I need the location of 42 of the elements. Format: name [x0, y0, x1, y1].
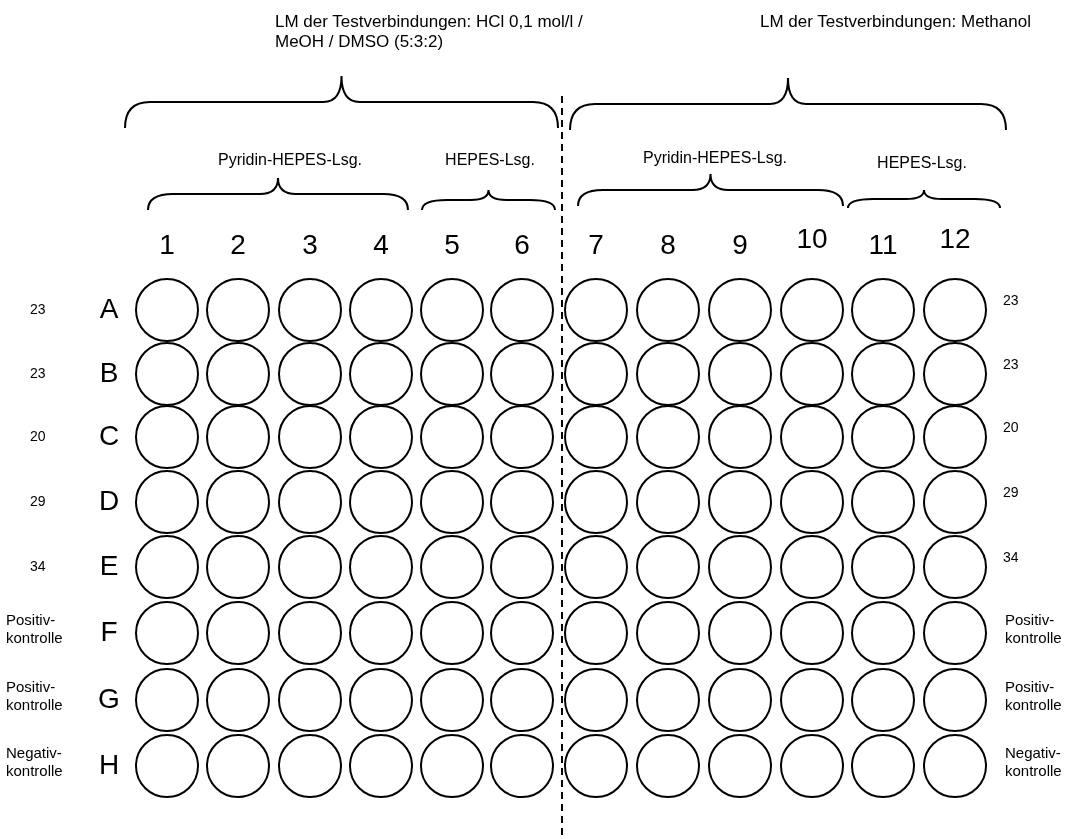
row-letter: C: [97, 419, 121, 453]
column-number: 1: [158, 228, 176, 262]
group-label: Pyridin-HEPES-Lsg.: [216, 150, 363, 170]
group-label: HEPES-Lsg.: [876, 153, 968, 173]
row-note: 23: [1003, 292, 1020, 309]
row-note: 34: [1003, 549, 1020, 566]
row-letter: D: [97, 484, 121, 518]
row-note: 20: [1003, 419, 1020, 436]
row-note: 23: [30, 365, 47, 382]
column-number: 8: [659, 228, 677, 262]
column-number: 10: [795, 222, 829, 256]
row-note: Positiv- kontrolle: [6, 678, 64, 714]
column-number: 4: [372, 228, 390, 262]
row-letter: H: [97, 748, 121, 782]
column-number: 5: [443, 228, 461, 262]
group-label: HEPES-Lsg.: [444, 150, 536, 170]
group-label: Pyridin-HEPES-Lsg.: [641, 148, 788, 168]
column-number: 9: [731, 228, 749, 262]
row-note: Negativ- kontrolle: [1005, 744, 1063, 780]
column-number: 12: [938, 222, 972, 256]
row-letter: B: [98, 356, 120, 390]
row-note: 29: [1003, 484, 1020, 501]
row-letter: F: [99, 615, 119, 649]
column-number: 3: [301, 228, 319, 262]
row-note: Positiv- kontrolle: [1005, 611, 1063, 647]
row-note: 20: [30, 428, 47, 445]
row-letter: E: [98, 549, 120, 583]
row-note: Positiv- kontrolle: [6, 611, 64, 647]
section-heading: LM der Testverbindungen: Methanol: [760, 12, 1032, 33]
row-note: 34: [30, 558, 47, 575]
row-note: 23: [30, 301, 47, 318]
row-letter: G: [97, 682, 121, 716]
column-number: 11: [867, 228, 899, 262]
row-note: 23: [1003, 356, 1020, 373]
row-note: Negativ- kontrolle: [6, 744, 64, 780]
column-number: 2: [229, 228, 247, 262]
row-note: 29: [30, 493, 47, 510]
column-number: 7: [587, 228, 605, 262]
column-number: 6: [513, 228, 531, 262]
row-note: Positiv- kontrolle: [1005, 678, 1063, 714]
section-heading: LM der Testverbindungen: HCl 0,1 mol/l / MeOH / DMSO (5:3:2): [275, 12, 584, 53]
row-letter: A: [98, 292, 120, 326]
